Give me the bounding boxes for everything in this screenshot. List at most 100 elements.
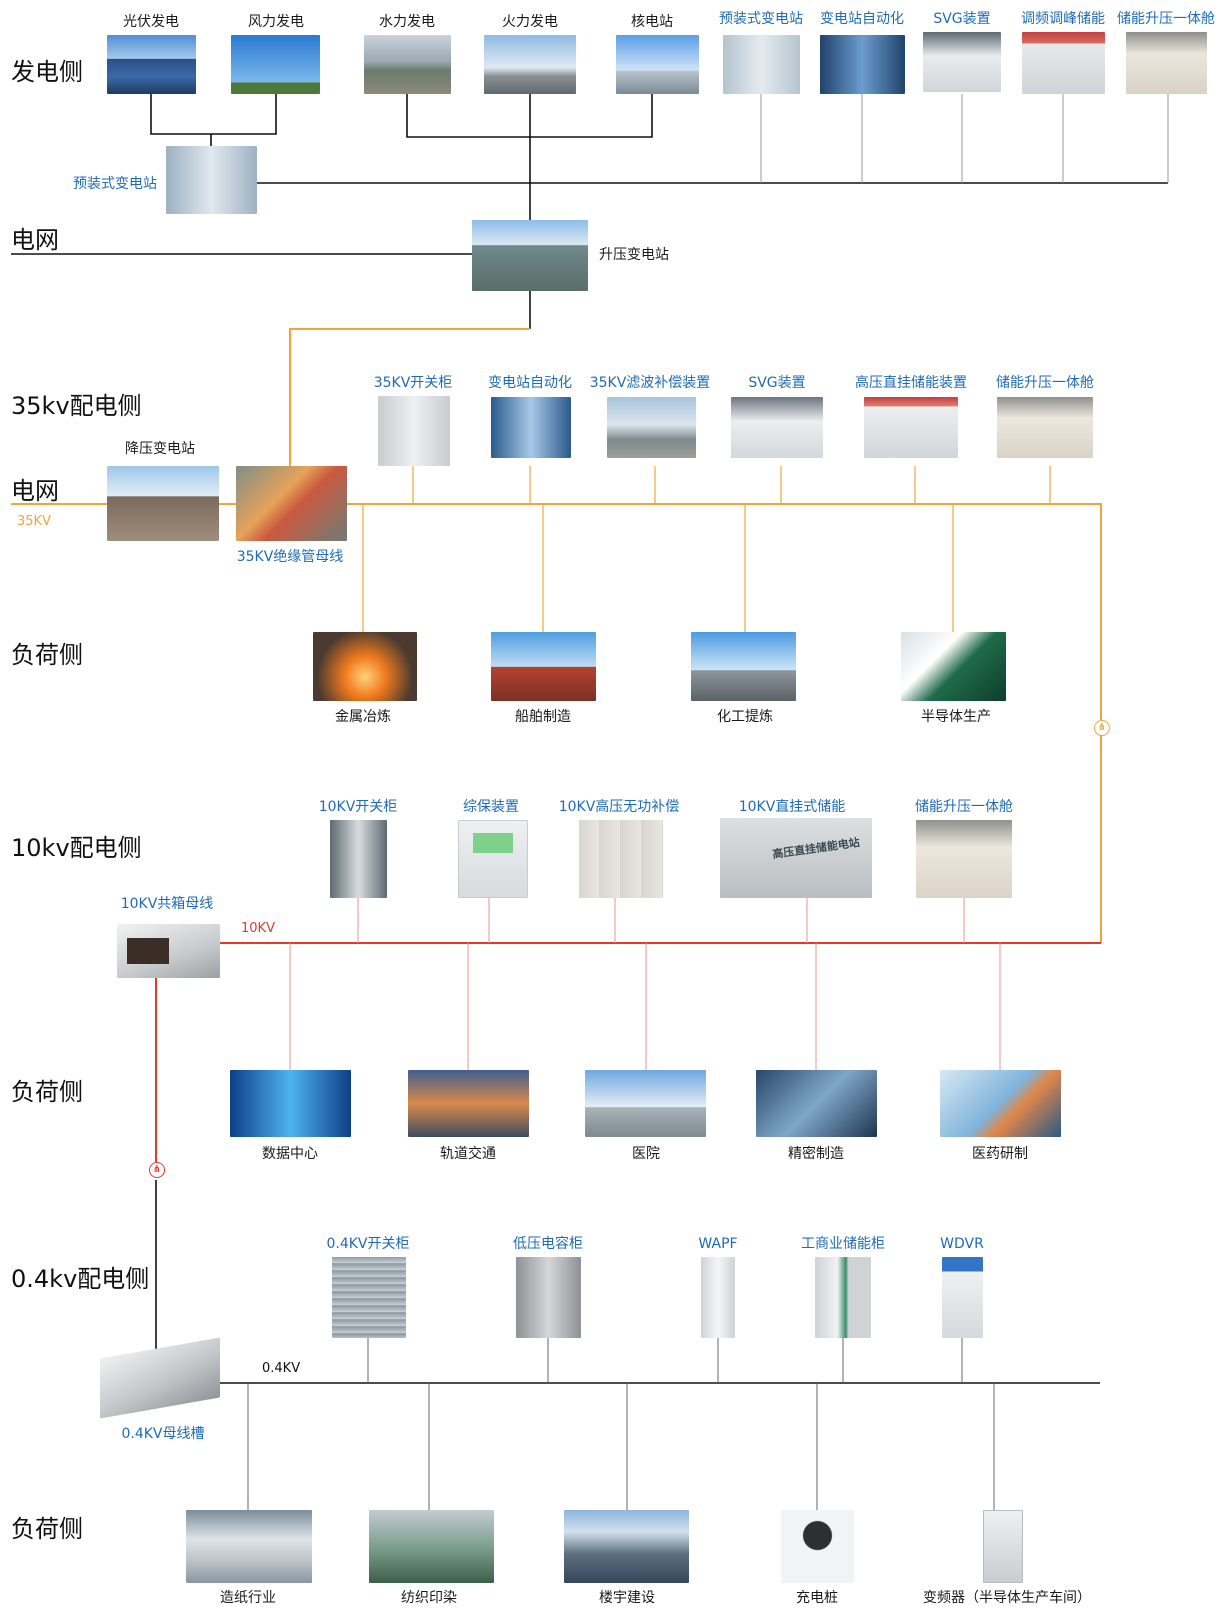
- equip04-switchgear-image: [332, 1257, 406, 1338]
- equip10-switchgear-image: [330, 820, 387, 898]
- load10-datacenter-image: [230, 1070, 351, 1137]
- equip04-label-5: WDVR: [940, 1236, 984, 1252]
- load35-label-1: 金属冶炼: [335, 709, 391, 725]
- load35-semiconductor-image: [901, 632, 1006, 701]
- load04-label-3: 楼宇建设: [599, 1590, 655, 1606]
- busbar-35kv-image: [236, 466, 347, 541]
- section-10kv: 10kv配电侧: [11, 834, 142, 862]
- equip35-label-2: 变电站自动化: [488, 375, 572, 391]
- transformer-icon-10-04: ⋔: [149, 1162, 165, 1178]
- gen-label-wind: 风力发电: [248, 14, 304, 30]
- prefab-substation-image: [166, 146, 257, 214]
- hydro-image: [364, 35, 451, 94]
- gen-equip-label-5: 储能升压一体舱: [1117, 11, 1215, 27]
- orange-35kv: [11, 328, 1102, 943]
- load10-label-1: 数据中心: [262, 1146, 318, 1162]
- black-04kv: [155, 1180, 1100, 1384]
- gen-label-hydro: 水力发电: [379, 14, 435, 30]
- gen-equip-label-3: SVG装置: [933, 11, 991, 27]
- container-text: 高压直挂储能电站: [771, 835, 861, 862]
- load10-label-2: 轨道交通: [440, 1146, 496, 1162]
- equip04-capacitor-image: [516, 1257, 581, 1338]
- orange-35kv-drops: [362, 466, 1051, 632]
- section-load-04: 负荷侧: [11, 1515, 83, 1543]
- equip35-storage-image: [864, 397, 958, 458]
- equip10-protection-image: [458, 820, 528, 898]
- load04-textile-image: [369, 1510, 494, 1583]
- gen-label-nuclear: 核电站: [631, 14, 673, 30]
- load04-building-image: [564, 1510, 689, 1583]
- load10-rail-image: [408, 1070, 529, 1137]
- wind-image: [231, 35, 320, 94]
- step-down-substation-image: [107, 466, 219, 541]
- equip04-label-4: 工商业储能柜: [801, 1236, 885, 1252]
- load04-label-2: 纺织印染: [401, 1590, 457, 1606]
- prefab-substation-label: 预装式变电站: [73, 176, 157, 192]
- load04-inverter-image: [983, 1510, 1023, 1583]
- load04-label-4: 充电桩: [796, 1590, 838, 1606]
- gen-label-thermal: 火力发电: [502, 14, 558, 30]
- equip10-label-3: 10KV高压无功补偿: [558, 799, 680, 815]
- section-generation: 发电侧: [11, 58, 83, 86]
- equip04-wapf-image: [701, 1257, 735, 1338]
- gen-equip-prefab-image: [723, 35, 800, 94]
- load10-precision-image: [756, 1070, 877, 1137]
- busbar-10kv-label: 10KV共箱母线: [120, 896, 214, 912]
- busbar-35kv-label: 35KV绝缘管母线: [236, 549, 344, 565]
- load35-chemical-image: [691, 632, 796, 701]
- equip04-storage-image: [815, 1257, 871, 1338]
- load35-metal-image: [313, 632, 417, 701]
- gen-equip-label-1: 预装式变电站: [719, 11, 803, 27]
- equip35-label-3: 35KV滤波补偿装置: [589, 375, 711, 391]
- busbar-10kv-opening: [127, 938, 169, 964]
- equip04-wdvr-image: [942, 1257, 983, 1338]
- equip04-label-1: 0.4KV开关柜: [326, 1236, 410, 1252]
- equip04-label-3: WAPF: [698, 1236, 738, 1252]
- equip35-cabin-image: [997, 397, 1093, 458]
- equip35-switchgear-image: [378, 396, 450, 466]
- load35-ship-image: [491, 632, 596, 701]
- gen-equip-storage-image: [1022, 32, 1105, 94]
- equip35-label-1: 35KV开关柜: [373, 375, 453, 391]
- load35-label-4: 半导体生产: [921, 709, 991, 725]
- voltage-04kv: 0.4KV: [262, 1361, 301, 1376]
- equip04-label-2: 低压电容柜: [513, 1236, 583, 1252]
- step-up-substation-image: [472, 220, 588, 291]
- equip10-cabin-image: [916, 820, 1012, 898]
- gen-equip-automation-image: [820, 35, 905, 94]
- equip35-svg-image: [731, 397, 823, 458]
- step-up-substation-label: 升压变电站: [599, 247, 669, 263]
- section-grid-2: 电网: [11, 477, 59, 505]
- protection-screen: [473, 833, 513, 853]
- nuclear-image: [616, 35, 699, 94]
- load04-label-1: 造纸行业: [220, 1590, 276, 1606]
- load10-hospital-image: [585, 1070, 706, 1137]
- load35-label-3: 化工提炼: [717, 709, 773, 725]
- load10-label-4: 精密制造: [788, 1146, 844, 1162]
- generation-equip-drops: [760, 94, 1169, 183]
- equip35-label-4: SVG装置: [748, 375, 806, 391]
- generation-wiring: [150, 94, 1168, 222]
- gen-label-solar: 光伏发电: [123, 14, 179, 30]
- load35-label-2: 船舶制造: [515, 709, 571, 725]
- equip35-label-5: 高压直挂储能装置: [855, 375, 967, 391]
- gen-equip-svg-image: [923, 32, 1001, 92]
- section-load-35: 负荷侧: [11, 641, 83, 669]
- section-grid: 电网: [11, 226, 59, 254]
- load04-label-5: 变频器（半导体生产车间）: [923, 1590, 1091, 1606]
- equip35-filter-image: [607, 397, 696, 458]
- equip10-label-2: 综保装置: [463, 799, 519, 815]
- step-down-substation-label: 降压变电站: [125, 441, 195, 457]
- red-10kv: [155, 942, 1101, 1162]
- load10-label-5: 医药研制: [972, 1146, 1028, 1162]
- section-35kv: 35kv配电侧: [11, 392, 142, 420]
- load04-charger-image: [781, 1510, 854, 1583]
- section-load-10: 负荷侧: [11, 1078, 83, 1106]
- voltage-35kv: 35KV: [17, 514, 51, 529]
- busbar-04kv-label: 0.4KV母线槽: [121, 1426, 205, 1442]
- gen-equip-label-2: 变电站自动化: [820, 11, 904, 27]
- equip35-label-6: 储能升压一体舱: [996, 375, 1094, 391]
- equip10-label-4: 10KV直挂式储能: [738, 799, 846, 815]
- equip10-label-1: 10KV开关柜: [318, 799, 398, 815]
